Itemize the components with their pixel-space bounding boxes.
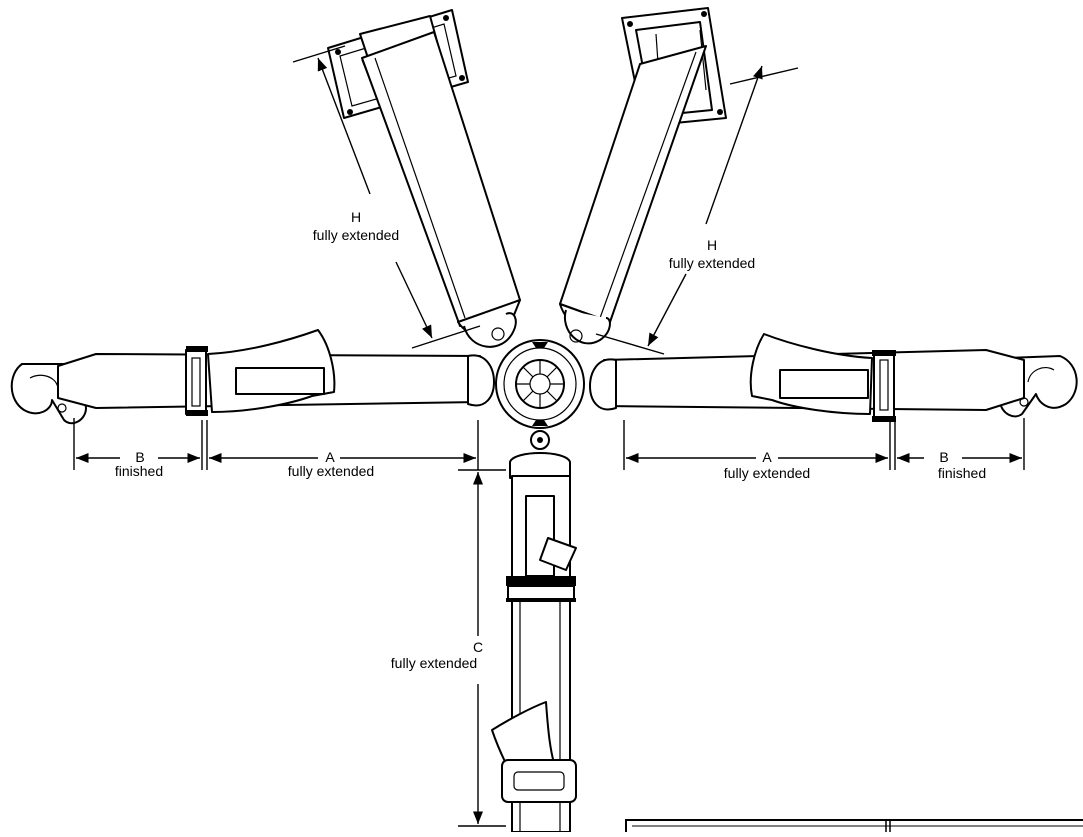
cam-lock-buckle [495,339,585,450]
dim-b-right-letter: B [939,449,948,465]
dim-a-left-desc: fully extended [288,463,374,479]
right-adjuster-frame [873,351,895,419]
dim-a-right-letter: A [762,449,772,465]
left-shoulder-webbing [361,31,521,327]
right-shoulder-webbing [559,45,707,323]
dim-h-left-desc: fully extended [313,227,399,243]
dimension-labels: H fully extended H fully extended B fini… [115,209,986,671]
dim-a-right-desc: fully extended [724,465,810,481]
dim-b-right-desc: finished [938,465,986,481]
right-lap-belt [589,333,1078,422]
left-lap-belt [10,329,495,425]
dim-h-right-desc: fully extended [669,255,755,271]
right-shoulder-strap [559,7,727,345]
dim-h-right-letter: H [707,237,717,253]
dim-h-left-letter: H [351,209,361,225]
sub-strap-lower-adjuster [501,759,577,803]
left-shoulder-strap [327,9,521,348]
dimension-lines [73,45,1025,827]
spec-table-edge [625,819,1083,837]
sub-strap [491,452,577,833]
dim-b-left-desc: finished [115,463,163,479]
sub-strap-top-fitting [509,452,571,479]
dim-a-left-letter: A [325,449,335,465]
dim-c-letter: C [473,639,483,655]
dim-b-left-letter: B [135,449,144,465]
left-adjuster-frame [185,349,207,415]
sub-strap-adjuster-bar [506,576,576,586]
dim-c-desc: fully extended [391,655,477,671]
